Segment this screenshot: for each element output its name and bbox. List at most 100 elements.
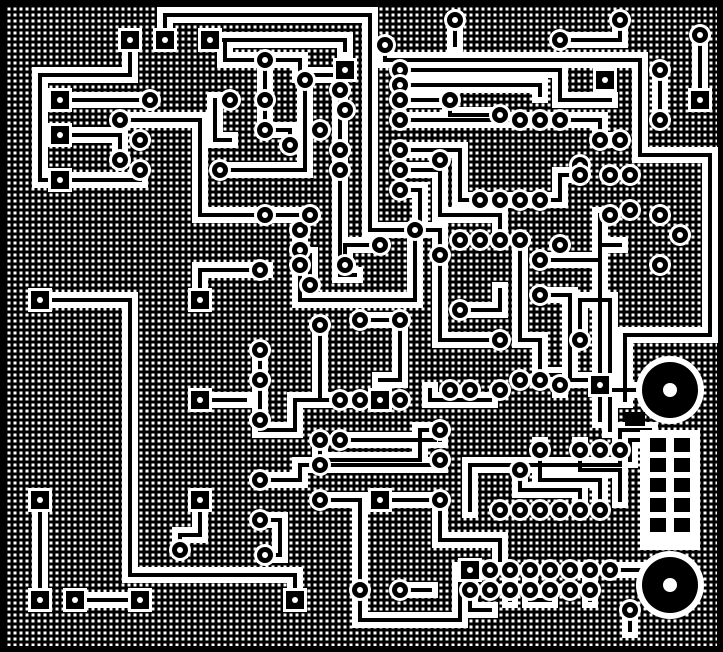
round-pad (619, 199, 641, 221)
round-pad (669, 224, 691, 246)
round-pad (589, 129, 611, 151)
mounting-hole (636, 551, 704, 619)
pcb-trace (398, 68, 612, 102)
round-pad (279, 134, 301, 156)
round-pad (519, 559, 541, 581)
round-pad (579, 559, 601, 581)
pcb-trace (213, 98, 232, 142)
round-pad (299, 204, 321, 226)
round-pad (499, 579, 521, 601)
round-pad (509, 189, 531, 211)
round-pad (649, 59, 671, 81)
round-pad (499, 559, 521, 581)
square-pad (283, 588, 307, 612)
round-pad (209, 159, 231, 181)
round-pad (509, 229, 531, 251)
round-pad (459, 579, 481, 601)
pcb-trace (383, 43, 712, 402)
pcb-trace (518, 238, 542, 382)
round-pad (389, 109, 411, 131)
round-pad (329, 389, 351, 411)
round-pad (299, 274, 321, 296)
round-pad (444, 9, 466, 31)
round-pad (254, 49, 276, 71)
round-pad (334, 254, 356, 276)
square-pad (28, 288, 52, 312)
round-pad (249, 339, 271, 361)
round-pad (139, 89, 161, 111)
square-pad (128, 588, 152, 612)
round-pad (254, 89, 276, 111)
round-pad (649, 254, 671, 276)
mounting-hole (636, 356, 704, 424)
round-pad (429, 244, 451, 266)
round-pad (249, 259, 271, 281)
round-pad (449, 299, 471, 321)
round-pad (389, 309, 411, 331)
round-pad (374, 34, 396, 56)
round-pad (254, 119, 276, 141)
round-pad (329, 159, 351, 181)
round-pad (429, 489, 451, 511)
round-pad (404, 219, 426, 241)
round-pad (569, 164, 591, 186)
round-pad (429, 419, 451, 441)
square-pad (188, 488, 212, 512)
round-pad (509, 109, 531, 131)
square-pad (188, 288, 212, 312)
round-pad (609, 439, 631, 461)
round-pad (549, 234, 571, 256)
pad-layer (28, 9, 712, 621)
round-pad (569, 439, 591, 461)
square-pad (368, 488, 392, 512)
round-pad (569, 329, 591, 351)
pcb-trace (468, 428, 652, 512)
round-pad (489, 499, 511, 521)
connector-pin (650, 498, 666, 512)
round-pad (439, 89, 461, 111)
round-pad (254, 204, 276, 226)
pcb-trace (378, 318, 402, 382)
round-pad (599, 204, 621, 226)
round-pad (429, 449, 451, 471)
round-pad (509, 499, 531, 521)
round-pad (309, 314, 331, 336)
square-pad (63, 588, 87, 612)
square-pad (48, 88, 72, 112)
square-pad (688, 88, 712, 112)
round-pad (529, 369, 551, 391)
square-pad (28, 588, 52, 612)
round-pad (649, 204, 671, 226)
pcb-trace (378, 498, 502, 562)
square-pad (48, 168, 72, 192)
round-pad (619, 164, 641, 186)
round-pad (389, 139, 411, 161)
square-pad (198, 28, 222, 52)
round-pad (489, 229, 511, 251)
jumper-pad (625, 412, 645, 426)
square-pad (458, 558, 482, 582)
pcb-trace (258, 348, 322, 432)
connector-pin (650, 458, 666, 472)
round-pad (334, 99, 356, 121)
round-pad (549, 109, 571, 131)
round-pad (349, 389, 371, 411)
round-pad (529, 189, 551, 211)
round-pad (689, 24, 711, 46)
pcb-trace (38, 298, 297, 602)
round-pad (619, 599, 641, 621)
round-pad (219, 89, 241, 111)
round-pad (599, 559, 621, 581)
round-pad (559, 579, 581, 601)
round-pad (649, 109, 671, 131)
round-pad (539, 559, 561, 581)
pcb-trace (398, 188, 502, 342)
pcb-trace (398, 83, 542, 97)
pcb-trace (538, 443, 602, 512)
round-pad (479, 579, 501, 601)
round-pad (129, 129, 151, 151)
round-pad (529, 499, 551, 521)
round-pad (569, 499, 591, 521)
round-pad (369, 234, 391, 256)
round-pad (489, 189, 511, 211)
